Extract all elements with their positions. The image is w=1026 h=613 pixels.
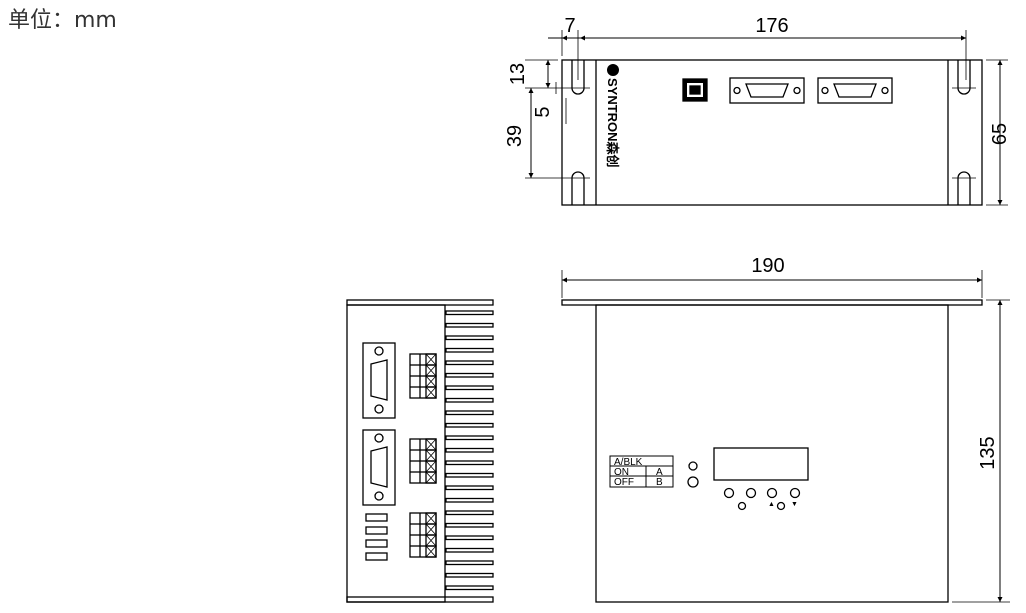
side-bottom-plate (346, 596, 494, 603)
up-arrow-icon: ▲ (768, 501, 775, 508)
switch-row-on-label: ON (614, 467, 629, 478)
unit-label: 单位：mm (8, 8, 117, 33)
dim-39: 39 (504, 125, 526, 147)
terminal-block-2 (409, 438, 437, 484)
switch-table-header: A/BLK (614, 457, 643, 468)
key-1[interactable] (723, 487, 735, 499)
key-3[interactable] (737, 501, 747, 511)
heatsink-fin (445, 497, 494, 503)
front-view (561, 299, 983, 603)
side-view (346, 299, 494, 603)
top-view-plate (561, 59, 983, 206)
db-connector-1 (729, 77, 805, 104)
left-bottom-slot (571, 171, 585, 205)
dim-190: 190 (751, 255, 784, 277)
heatsink-fin (445, 522, 494, 528)
top-view (561, 59, 983, 206)
heatsink-fin (445, 560, 494, 566)
side-db-port-2 (362, 429, 396, 506)
terminal-block-1 (409, 353, 437, 399)
heatsink-fin (445, 322, 494, 328)
rj45-port (682, 78, 708, 102)
side-slot-3 (365, 539, 388, 548)
heatsink-fin (445, 485, 494, 491)
heatsink-fin (445, 547, 494, 553)
right-bottom-slot (957, 171, 971, 205)
side-slot-2 (365, 526, 388, 535)
heatsink-fin (445, 472, 494, 478)
heatsink-fin (445, 510, 494, 516)
key-down[interactable] (789, 487, 801, 499)
side-slot-4 (365, 552, 388, 561)
front-top-plate (561, 299, 983, 306)
heatsink-fin (445, 435, 494, 441)
heatsink-fin (445, 372, 494, 378)
right-top-slot (957, 60, 971, 95)
key-up[interactable] (766, 487, 778, 499)
svg-text:SYNTRON森创: SYNTRON森创 (605, 78, 620, 168)
heatsink-fin (445, 347, 494, 353)
switch-row-on-value: A (656, 467, 663, 478)
down-arrow-icon: ▼ (791, 501, 798, 508)
switch-table (609, 455, 674, 488)
dim-5: 5 (532, 106, 554, 117)
side-top-plate (346, 299, 494, 306)
side-db-port-1 (362, 342, 396, 419)
dim-135: 135 (977, 436, 999, 469)
heatsink-fin (445, 410, 494, 416)
lcd-display (713, 447, 809, 481)
side-slot-1 (365, 513, 388, 522)
heatsink-fin (445, 310, 494, 316)
heatsink-fin (445, 572, 494, 578)
heatsink-fin (445, 422, 494, 428)
heatsink-fin (445, 360, 494, 366)
front-body (595, 304, 949, 603)
heatsink-fin (445, 335, 494, 341)
heatsink-fin (445, 535, 494, 541)
heatsink-fin (445, 585, 494, 591)
switch-row-off-label: OFF (614, 477, 634, 488)
key-2[interactable] (745, 487, 757, 499)
key-4[interactable] (776, 501, 786, 511)
heatsink-fins (445, 310, 494, 591)
left-top-slot (571, 60, 585, 95)
dim-13: 13 (507, 63, 529, 85)
led-2 (687, 476, 699, 488)
heatsink-fin (445, 385, 494, 391)
brand-logo: SYNTRON森创 (605, 64, 620, 168)
heatsink-fin (445, 447, 494, 453)
led-1 (688, 461, 698, 471)
dim-176: 176 (755, 15, 788, 37)
heatsink-fin (445, 460, 494, 466)
dim-65: 65 (989, 123, 1011, 145)
dim-7: 7 (564, 15, 575, 37)
terminal-block-3 (409, 512, 437, 558)
heatsink-fin (445, 397, 494, 403)
db-connector-2 (817, 77, 893, 104)
switch-row-off-value: B (656, 477, 663, 488)
